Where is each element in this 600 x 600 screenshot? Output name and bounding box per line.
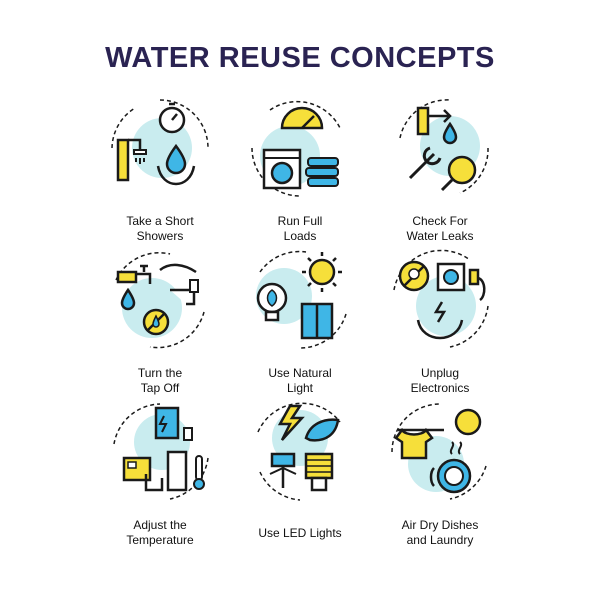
faucet-no-water-icon [115,252,205,349]
unplug-outlet-icon [393,249,489,348]
concept-led-lights: Use LED Lights [220,402,380,562]
concept-label: Use LED Lights [258,526,342,540]
washing-machine-gauge-icon [251,100,341,197]
page-title: WATER REUSE CONCEPTS [105,42,495,74]
thermostat-hand-icon [113,403,209,500]
dry-dishes-laundry-icon [391,403,487,500]
led-lights-leaf-icon [257,402,341,501]
shower-timer-icon [111,99,209,186]
sun-window-bulb-icon [256,250,347,349]
wrench-leak-magnifier-icon [399,99,489,194]
